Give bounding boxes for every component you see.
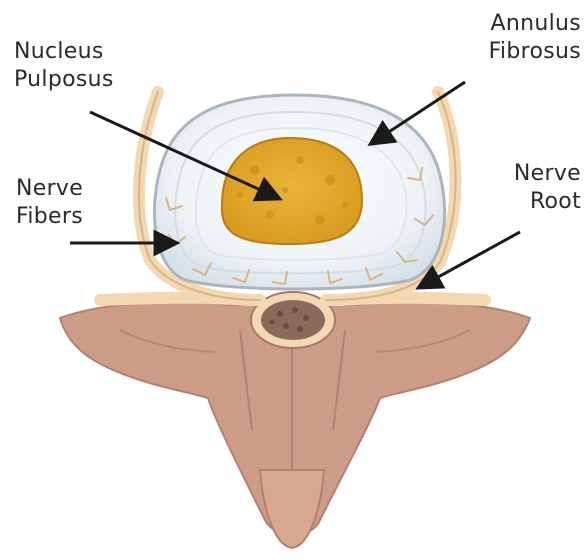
label-nucleus-pulposus: Nucleus Pulposus [14, 38, 114, 94]
label-nerve-fibers: Nerve Fibers [16, 175, 83, 231]
label-annulus-fibrosus: Annulus Fibrosus [489, 10, 581, 66]
nucleus-pulposus [222, 138, 362, 244]
label-nerve-root: Nerve Root [514, 160, 581, 216]
